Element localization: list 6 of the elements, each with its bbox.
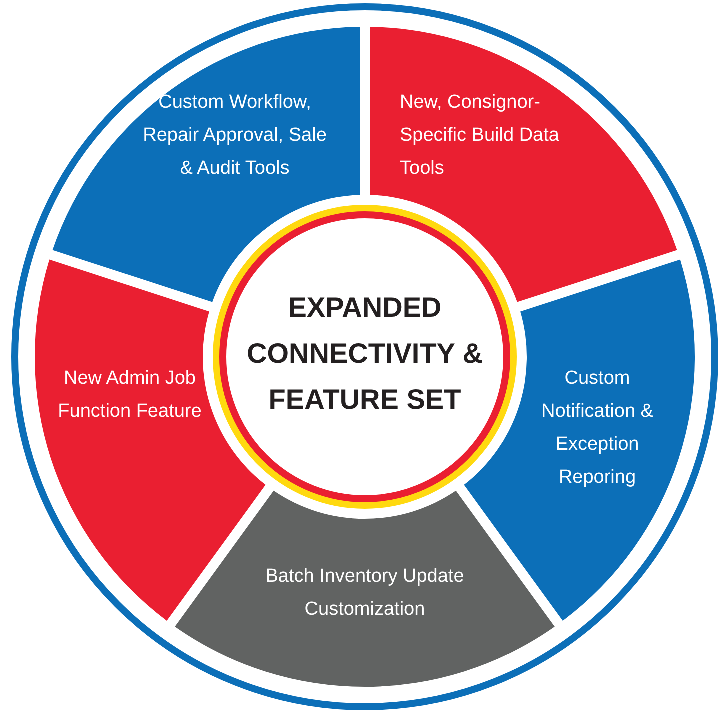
segment-label: Custom Notification & Exception Reporing xyxy=(540,367,654,490)
center-title: EXPANDED CONNECTIVITY & FEATURE SET xyxy=(247,291,483,417)
segment-label: New Admin Job Function Feature xyxy=(57,367,203,424)
segment-label: Custom Workflow, Repair Approval, Sale & Audit Tools xyxy=(142,91,328,181)
segment-label: New, Consignor-Specific Build Data Tools xyxy=(400,91,560,181)
segment-label: Batch Inventory Update Customization xyxy=(264,565,466,622)
